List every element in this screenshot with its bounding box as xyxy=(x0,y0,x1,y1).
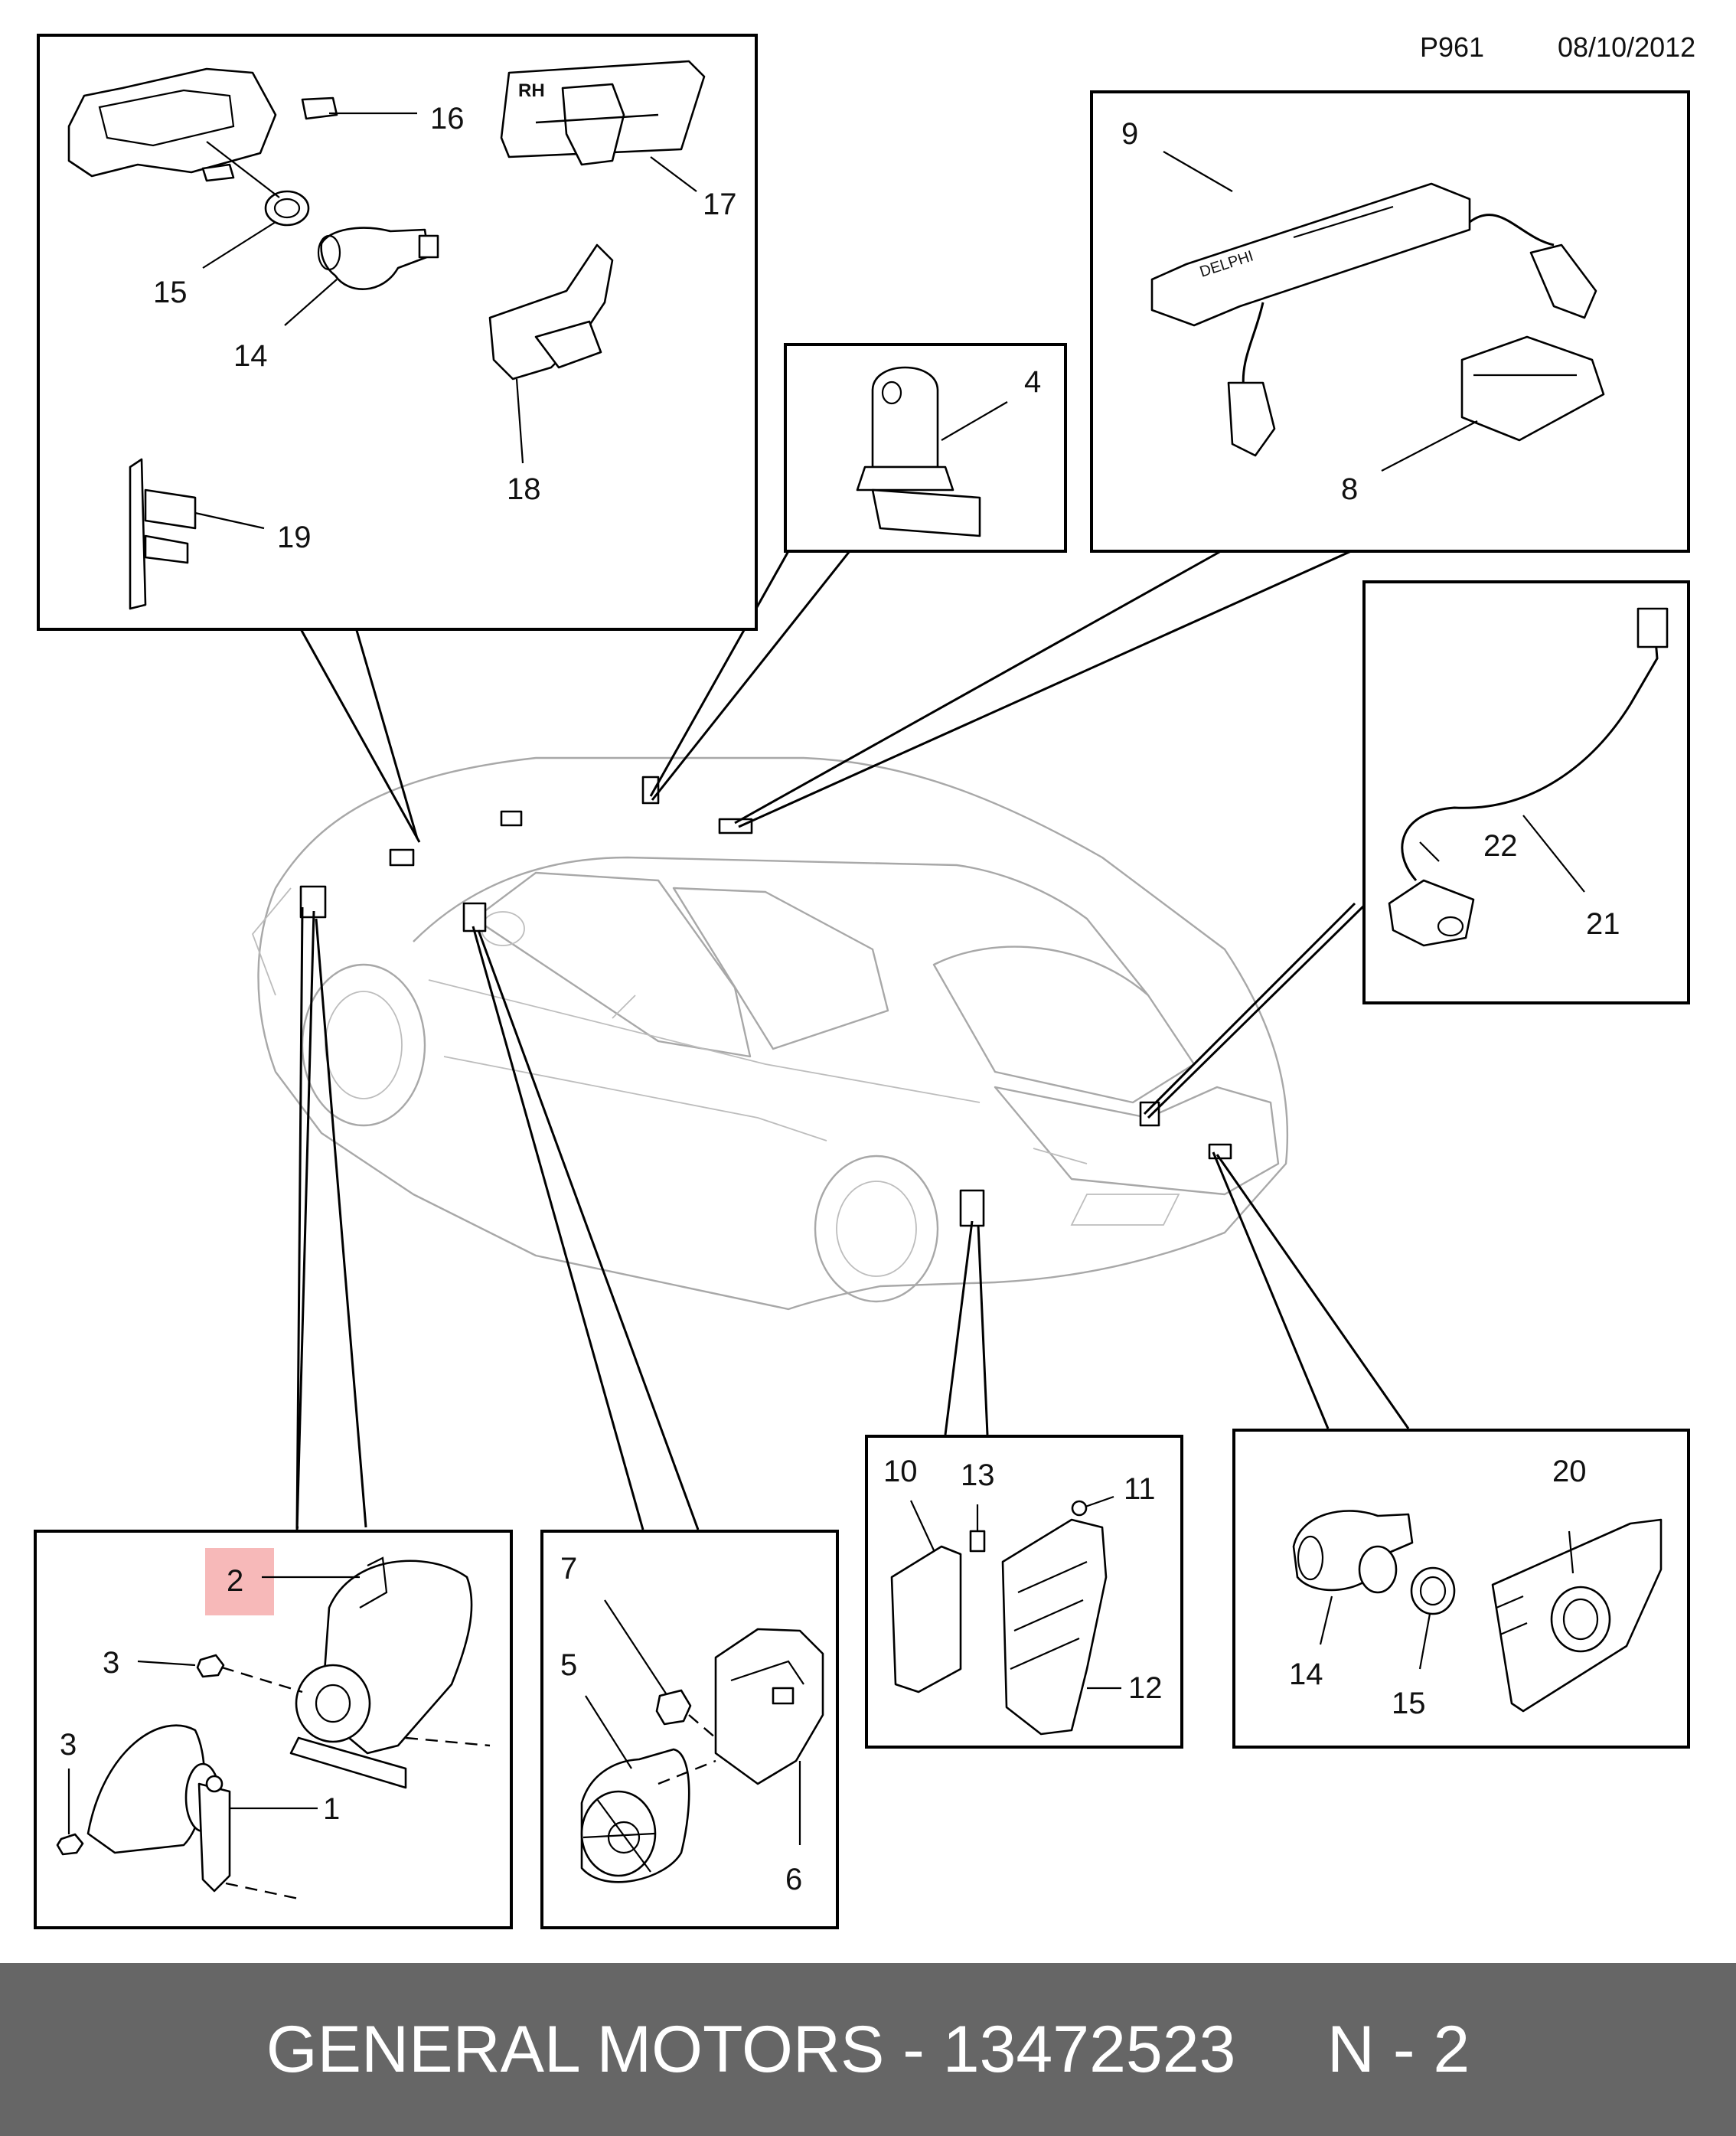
clip-13 xyxy=(969,1504,986,1553)
callout-19: 19 xyxy=(277,521,312,554)
callout-14a: 14 xyxy=(233,339,268,373)
parking-sensor-seal-15 xyxy=(202,141,310,269)
relay-4 xyxy=(856,366,1008,537)
footer-separator: - xyxy=(884,2013,943,2086)
highlight-part-2 xyxy=(205,1548,274,1615)
callout-5: 5 xyxy=(560,1648,577,1682)
callout-6: 6 xyxy=(785,1863,802,1896)
horn-1 xyxy=(86,1724,318,1900)
callout-8: 8 xyxy=(1341,472,1358,506)
location-leader-lines xyxy=(295,550,1410,1532)
horn-2 xyxy=(221,1556,491,1789)
front-bumper-bracket xyxy=(67,67,417,182)
callout-10: 10 xyxy=(883,1455,918,1488)
nut-3-lower xyxy=(56,1769,84,1856)
callout-1: 1 xyxy=(323,1792,340,1826)
camera-harness-21 xyxy=(1388,607,1669,947)
rear-parking-sensor-14 xyxy=(1292,1510,1414,1645)
callout-18: 18 xyxy=(507,472,541,506)
callout-4: 4 xyxy=(1024,365,1041,399)
callout-15b: 15 xyxy=(1392,1687,1426,1720)
module-10 xyxy=(890,1500,962,1693)
nut-3-upper xyxy=(137,1654,225,1678)
module-bracket-8 xyxy=(1381,335,1605,472)
callout-11: 11 xyxy=(1124,1472,1156,1506)
vehicle-outline xyxy=(251,756,1289,1311)
control-module-9: DELPHI xyxy=(1150,151,1597,457)
diagram-date: 08/10/2012 xyxy=(1558,31,1695,63)
rh-marking: RH xyxy=(518,80,545,101)
callout-21: 21 xyxy=(1586,907,1620,941)
footer-part-number: 13472523 xyxy=(942,2013,1236,2086)
callout-16: 16 xyxy=(430,102,465,136)
parking-sensor-14 xyxy=(284,227,439,326)
callout-15a: 15 xyxy=(153,276,188,309)
callout-9: 9 xyxy=(1121,117,1138,151)
screw-11 xyxy=(1071,1495,1114,1517)
bracket-19 xyxy=(129,458,265,610)
siren-bracket-6 xyxy=(658,1628,824,1845)
sensor-holder-17: RH xyxy=(500,60,706,192)
footer-brand: GENERAL MOTORS xyxy=(266,2013,885,2086)
callout-17: 17 xyxy=(703,188,737,221)
callout-3a: 3 xyxy=(103,1646,119,1680)
diagram-code: P961 xyxy=(1420,31,1484,63)
callout-22: 22 xyxy=(1483,829,1518,863)
rear-sensor-bracket-20 xyxy=(1491,1518,1663,1713)
sensor-clip-18 xyxy=(488,243,614,464)
callout-13: 13 xyxy=(961,1458,995,1492)
bracket-12 xyxy=(1001,1518,1121,1736)
callout-7: 7 xyxy=(560,1552,577,1586)
callout-20: 20 xyxy=(1552,1455,1587,1488)
rear-sensor-seal-15 xyxy=(1410,1566,1456,1670)
callout-12: 12 xyxy=(1128,1671,1163,1705)
nut-7 xyxy=(604,1599,716,1739)
vehicle-location-markers xyxy=(299,776,1232,1227)
callout-3b: 3 xyxy=(60,1728,77,1762)
callout-2: 2 xyxy=(227,1564,243,1598)
callout-14b: 14 xyxy=(1289,1658,1323,1691)
part-info-footer: GENERAL MOTORS - 13472523 N - 2 xyxy=(0,1963,1736,2136)
footer-position-label: N - 2 xyxy=(1326,2013,1470,2086)
